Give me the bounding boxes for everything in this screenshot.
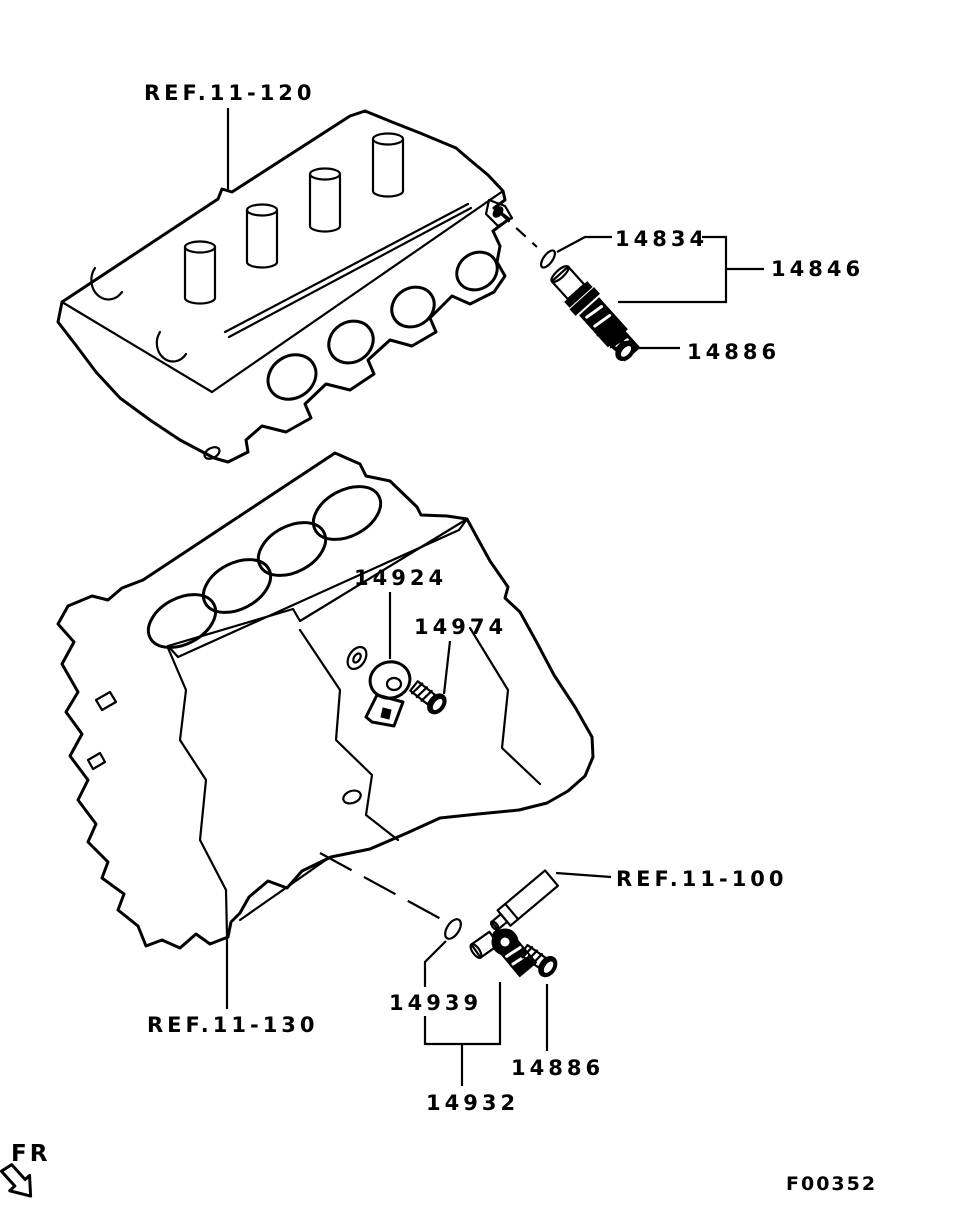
part-label-14974: 14974 xyxy=(414,615,507,639)
part-label-14932: 14932 xyxy=(426,1091,519,1115)
label-ref-11-120: REF.11-120 xyxy=(144,81,316,105)
knock-sensor-bolt-part xyxy=(409,680,447,715)
cylinder-block-drawing xyxy=(56,451,595,950)
oring-cam-part xyxy=(539,249,557,269)
knock-sensor-part xyxy=(364,660,412,728)
block-cylinder-bores xyxy=(146,485,383,649)
bracket-14932 xyxy=(423,940,502,1086)
crank-sensor-part xyxy=(469,928,538,978)
part-label-14846: 14846 xyxy=(771,257,864,281)
sealant-tube-part xyxy=(489,869,560,941)
bracket-14846 xyxy=(556,235,764,304)
part-label-14939: 14939 xyxy=(389,991,482,1015)
leader-ref-11-100 xyxy=(555,871,612,879)
front-direction-arrow-icon xyxy=(0,1163,33,1198)
part-label-14834: 14834 xyxy=(615,227,708,251)
oring-crank-part xyxy=(444,918,462,940)
label-ref-11-130: REF.11-130 xyxy=(147,1013,319,1037)
dashed-line-cam-sensor xyxy=(499,212,538,248)
dashed-line-crank-sensor xyxy=(319,852,442,920)
label-ref-11-100: REF.11-100 xyxy=(616,867,788,891)
bolt-bottom-part xyxy=(519,943,558,978)
figure-code-label: F00352 xyxy=(786,1173,877,1195)
part-label-14886-top: 14886 xyxy=(687,340,780,364)
knock-sensor-oring xyxy=(346,645,368,671)
cylinder-head-drawing xyxy=(56,109,514,464)
part-label-14924: 14924 xyxy=(354,566,447,590)
leader-14974 xyxy=(442,640,452,695)
head-exhaust-ports xyxy=(266,250,499,401)
knock-sensor-oring-hole xyxy=(352,652,362,664)
front-marker-label: FR xyxy=(11,1141,50,1167)
head-studs xyxy=(183,132,405,305)
part-label-14886-bottom: 14886 xyxy=(511,1056,604,1080)
bolt-top-part xyxy=(594,322,636,362)
